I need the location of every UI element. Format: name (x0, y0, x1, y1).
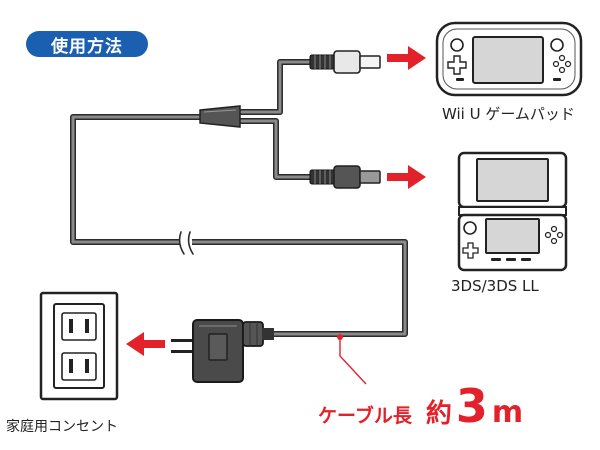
cable-length-leader (337, 334, 367, 385)
arrow-to-outlet (126, 332, 165, 356)
usb-plug-upper (309, 50, 381, 74)
3ds-label: 3DS/3DS LL (451, 277, 539, 295)
usage-badge: 使用方法 (26, 31, 148, 57)
cable (70, 59, 408, 337)
cable-length-number: 3 (455, 379, 488, 433)
wall-outlet-icon (39, 291, 119, 401)
cable-length-text: ケーブル長 約 3 m (318, 379, 524, 433)
nintendo-3ds-icon (457, 151, 568, 272)
branch-cable-upper (237, 59, 317, 115)
arrow-to-wiiu (387, 46, 426, 70)
ac-adapter-icon (171, 319, 274, 383)
cable-length-unit: m (491, 395, 524, 430)
usb-plug-lower (309, 165, 381, 189)
arrow-to-3ds (387, 165, 426, 189)
cable-break-mark (178, 231, 194, 255)
cable-length-label: ケーブル長 (318, 405, 412, 427)
outlet-label: 家庭用コンセント (6, 419, 118, 435)
cable-length-approx: 約 (425, 399, 452, 429)
wiiu-gamepad-icon (435, 21, 583, 97)
usage-badge-text: 使用方法 (51, 36, 123, 57)
wiiu-gamepad-label: Wii U ゲームパッド (442, 105, 575, 123)
cable-splitter (199, 105, 241, 128)
main-cable (70, 114, 408, 337)
